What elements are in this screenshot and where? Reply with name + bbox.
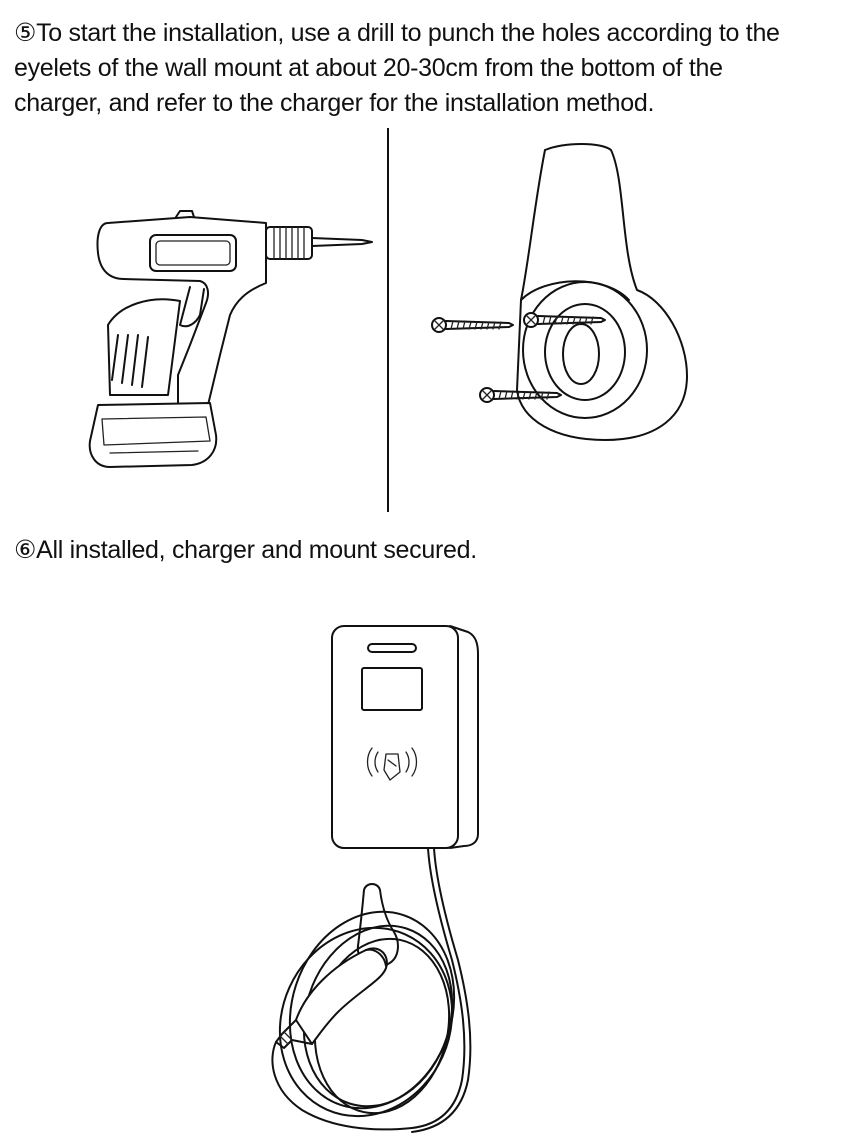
step-6-instruction: ⑥All installed, charger and mount secure… [14,536,477,564]
screw-3 [479,387,562,403]
step-5-instruction: ⑤To start the installation, use a drill … [14,19,780,117]
wall-mount-icon [431,143,688,441]
rfid-icon [366,747,418,781]
screw-2 [523,312,606,328]
screw-1 [431,317,514,333]
drill-icon [88,210,373,468]
divider-line [387,128,389,512]
charger-icon [271,625,479,1133]
